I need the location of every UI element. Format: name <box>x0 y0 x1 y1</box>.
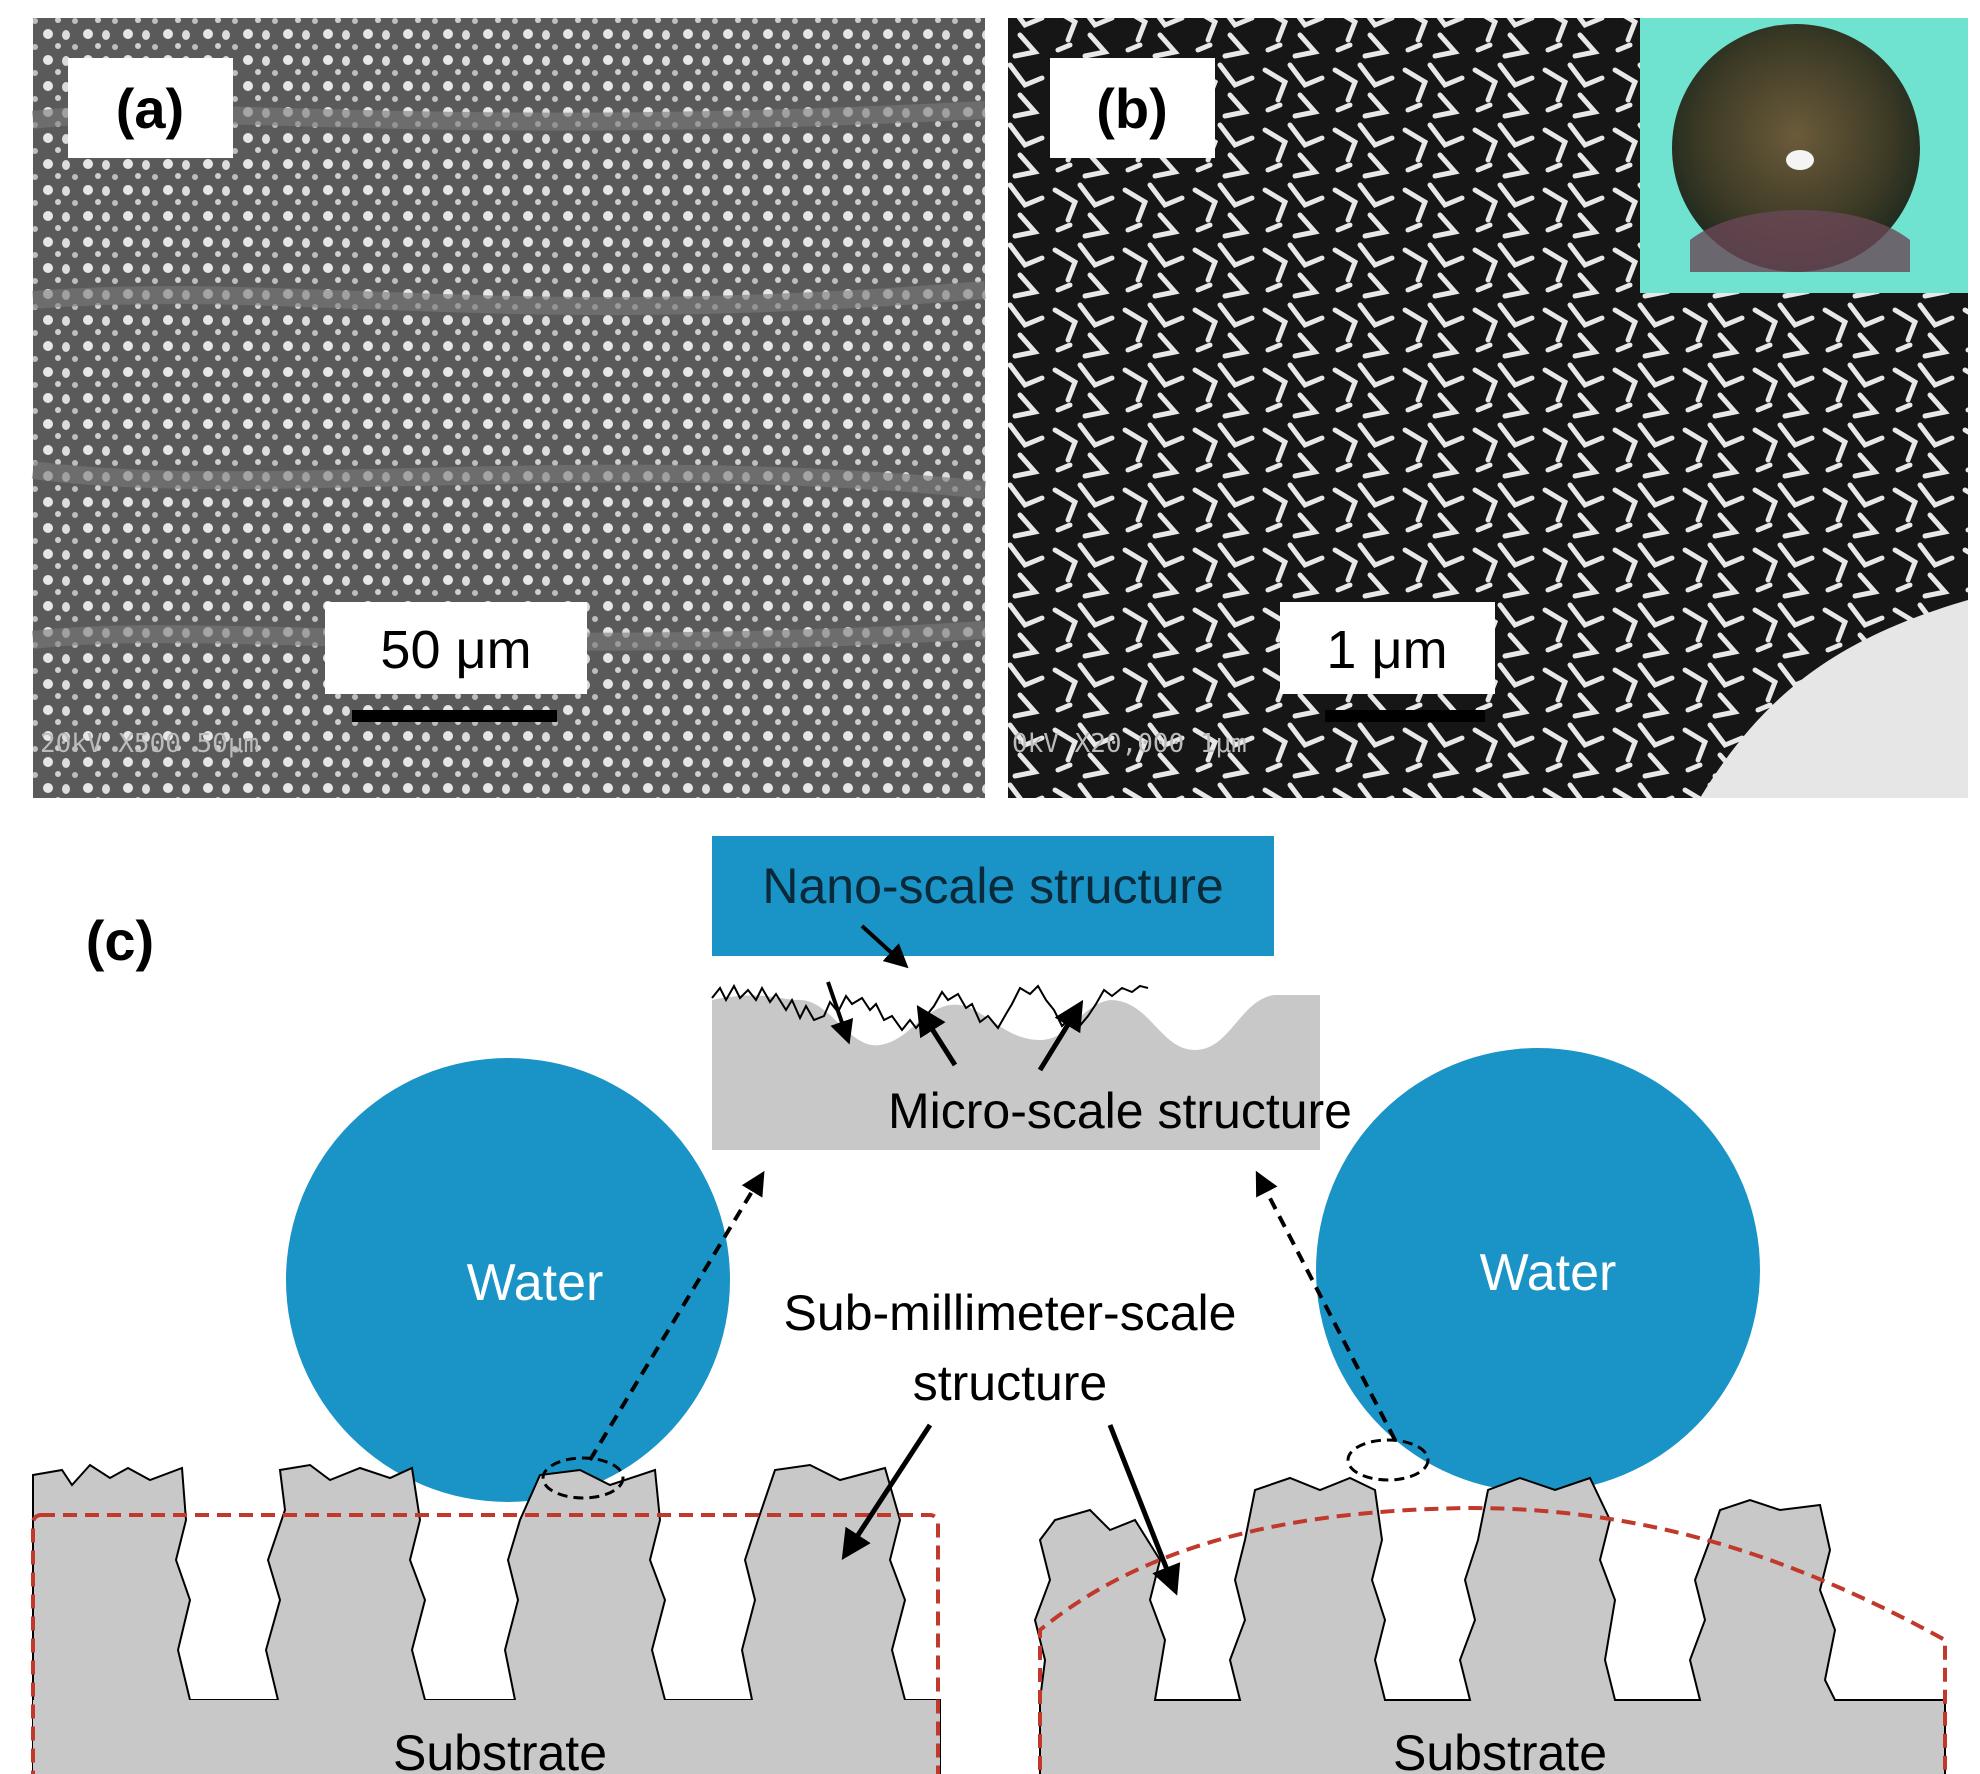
panel-b-label-box <box>1050 58 1215 158</box>
panel-a-scale-box <box>325 602 587 694</box>
panel-a-label-box <box>68 58 233 158</box>
substrate-left-dashed-outline <box>31 1513 940 1774</box>
panel-a-scale-text: 50 μm <box>380 620 531 680</box>
nano-arrow-2 <box>860 924 909 969</box>
micro-scale-label: Micro-scale structure <box>888 1083 1352 1139</box>
panel-b-scale-text: 1 μm <box>1326 620 1447 680</box>
micro-arrow-2 <box>1037 999 1084 1072</box>
nano-scale-box <box>712 836 1274 956</box>
panel-a-sem-overlay: 20kV X500 50μm <box>40 729 259 759</box>
micro-arrow-1 <box>916 1004 958 1067</box>
substrate-right-dashed-outline <box>1038 1505 1947 1774</box>
dashed-arrow-right <box>1255 1170 1397 1441</box>
inset-water-droplet <box>1672 24 1920 272</box>
panel-c: (c) Nano-scale structure Micro-scale str… <box>31 836 1947 1774</box>
submm-arrow-right <box>1107 1424 1181 1596</box>
panel-c-label: (c) <box>86 909 154 972</box>
dashed-arrow-left <box>588 1170 765 1462</box>
nano-scale-label: Nano-scale structure <box>762 858 1223 914</box>
water-label-left: Water <box>467 1254 604 1312</box>
substrate-right-label: Substrate <box>1393 1725 1607 1774</box>
substrate-left-label: Substrate <box>393 1725 607 1774</box>
panel-a: (a) 50 μm 20kV X500 50μm <box>31 18 986 798</box>
substrate-right <box>1033 1476 1946 1774</box>
inset-droplet-highlight <box>1786 150 1814 170</box>
panel-b-sem-overlay: 0kV X20,000 1μm <box>1012 729 1247 759</box>
panel-b: (b) 1 μm 0kV X20,000 1μm <box>1008 18 1968 798</box>
nano-arrow-1 <box>826 981 854 1045</box>
water-label-right: Water <box>1480 1244 1617 1302</box>
contact-region-left <box>541 1456 625 1500</box>
panel-b-bright-region <box>1700 600 1968 798</box>
sub-millimeter-label-line1: Sub-millimeter-scale <box>784 1285 1237 1341</box>
water-droplet-right <box>1316 1048 1760 1492</box>
panel-b-scale-bar <box>1325 710 1485 722</box>
sub-millimeter-label-line2: structure <box>913 1355 1108 1411</box>
substrate-left-base <box>33 1700 940 1774</box>
panel-b-label: (b) <box>1096 77 1168 140</box>
micro-scale-box <box>712 995 1320 1150</box>
inset-droplet-reflection <box>1690 210 1910 272</box>
panel-a-scale-bar <box>352 710 557 722</box>
panel-b-inset <box>1640 18 1968 293</box>
submm-arrow-left <box>841 1423 933 1561</box>
contact-region-right <box>1346 1438 1430 1482</box>
water-droplet-left <box>286 1058 730 1502</box>
panel-a-label: (a) <box>116 77 184 140</box>
panel-b-scale-box <box>1280 602 1495 694</box>
panel-a-texture <box>31 101 986 651</box>
